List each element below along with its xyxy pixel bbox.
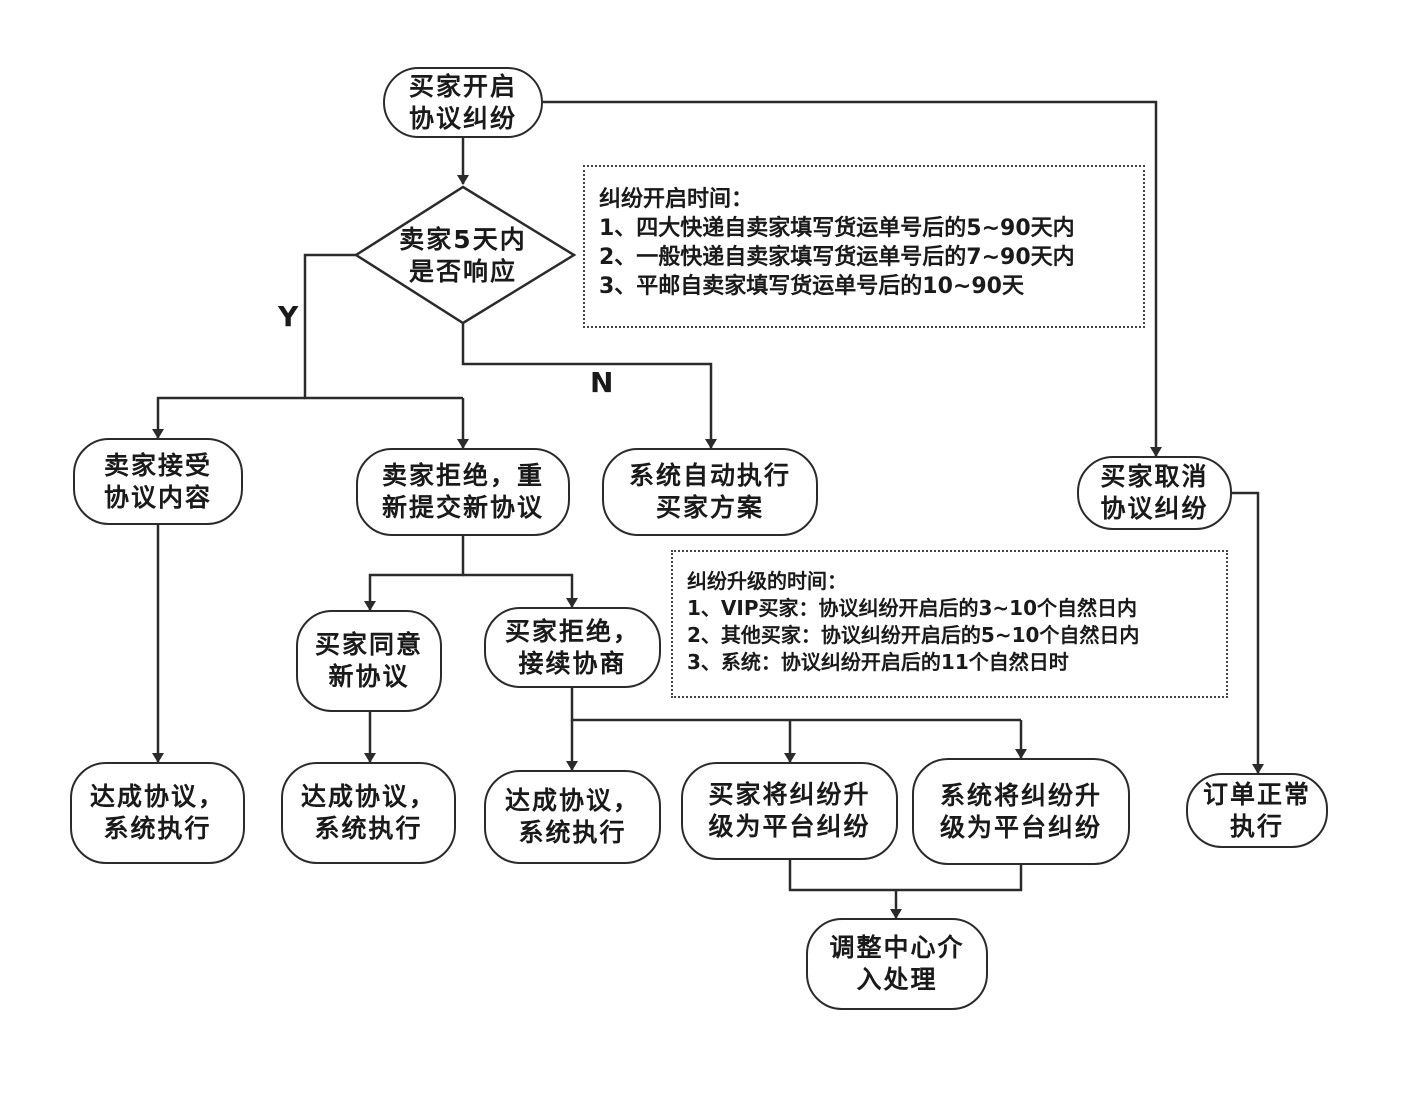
node-start: 买家开启协议纠纷: [383, 67, 543, 138]
node-decision: 卖家5天内 是否响应: [399, 225, 527, 286]
node-done-3: 达成协议，系统执行: [484, 770, 661, 864]
arrow-cancel-to-order-normal: [1232, 491, 1264, 774]
arrow-no-to-auto-exec: [461, 323, 717, 449]
note-dispute-escalate-time: 纠纷升级的时间： 1、VIP买家：协议纠纷开启后的3~10个自然日内 2、其他买…: [671, 550, 1228, 698]
node-done-1: 达成协议，系统执行: [70, 762, 245, 864]
node-buyer-agree: 买家同意新协议: [296, 610, 442, 712]
node-order-normal: 订单正常执行: [1186, 773, 1328, 848]
arrow-to-seller-accept: [152, 396, 305, 439]
decision-diamond: [353, 185, 577, 325]
node-buyer-escalate: 买家将纠纷升级为平台纠纷: [681, 762, 898, 860]
node-system-escalate: 系统将纠纷升级为平台纠纷: [912, 758, 1130, 865]
arrow-to-buyer-reject: [463, 573, 578, 608]
label-no: N: [590, 366, 614, 399]
node-done-2: 达成协议，系统执行: [281, 762, 456, 864]
node-seller-accept: 卖家接受协议内容: [73, 438, 243, 525]
line-escalate-merge: [788, 860, 1023, 892]
label-yes: Y: [278, 300, 299, 333]
node-seller-reject: 卖家拒绝，重新提交新协议: [356, 448, 570, 536]
node-auto-exec: 系统自动执行买家方案: [602, 448, 818, 536]
node-mediation: 调整中心介入处理: [806, 918, 988, 1010]
node-buyer-reject: 买家拒绝，接续协商: [484, 607, 661, 688]
line-yes-branch: [303, 253, 463, 400]
node-buyer-cancel: 买家取消协议纠纷: [1077, 456, 1232, 530]
line-reject-split: [364, 536, 465, 611]
arrow-start-to-buyer-cancel: [543, 100, 1162, 457]
note-dispute-open-time: 纠纷开启时间： 1、四大快递自卖家填写货运单号后的5~90天内 2、一般快递自卖…: [583, 165, 1145, 328]
